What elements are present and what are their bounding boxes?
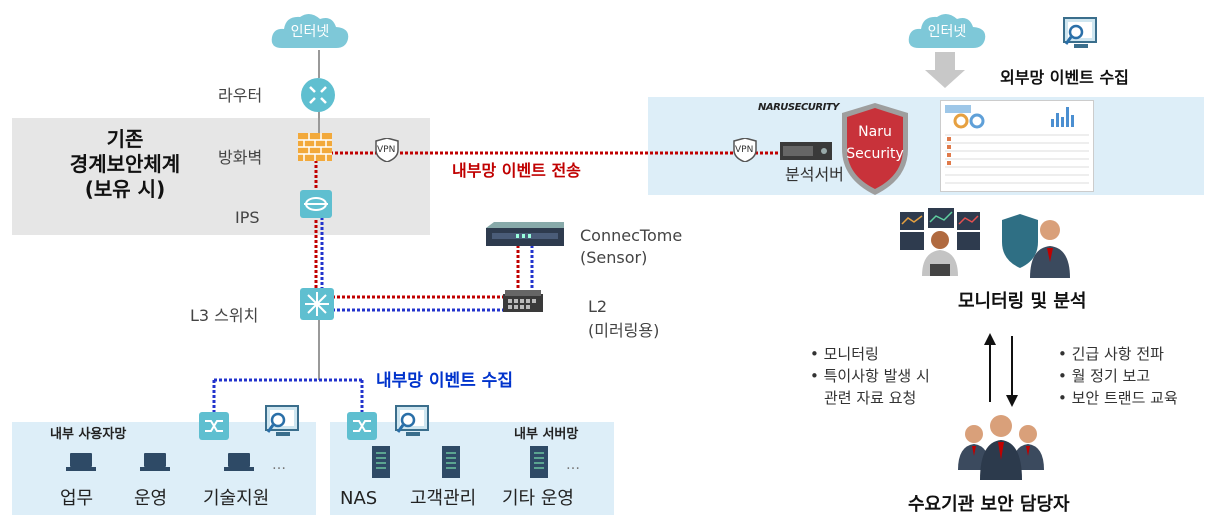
internet-label: 인터넷: [290, 24, 330, 40]
security-officers-group-icon: [956, 408, 1046, 480]
l3-label: L3 스위치: [190, 306, 259, 325]
monitor-search-icon: [262, 404, 302, 440]
more-ellipsis: …: [566, 457, 580, 473]
sensor-appliance-icon: [486, 222, 564, 246]
analysis-server-label: 분석서버: [785, 165, 844, 184]
vpn-icon: VPN: [731, 137, 759, 163]
external-event-collect-label: 외부망 이벤트 수집: [1000, 68, 1129, 87]
dashboard-screenshot: [940, 100, 1094, 192]
naru-security-shield-icon: Naru Security: [838, 103, 912, 195]
ips-label: IPS: [235, 208, 260, 227]
legacy-security-title: 기존 경계보안체계 (보유 시): [69, 127, 181, 201]
l2-switch-icon: [503, 290, 543, 312]
internet-cloud-right: 인터넷: [905, 10, 989, 50]
user-network-title: 내부 사용자망: [50, 427, 127, 442]
left-bullet-list: • 모니터링 • 특이사항 발생 시 관련 자료 요청: [810, 345, 930, 407]
firewall-icon: [298, 133, 332, 161]
vpn-icon: VPN: [373, 137, 401, 163]
access-switch-icon: [199, 412, 229, 440]
laptop-icon: [224, 452, 254, 472]
analysis-server-icon: [780, 142, 832, 160]
down-arrow-gray: [925, 52, 965, 88]
firewall-label: 방화벽: [218, 148, 263, 167]
server-item-label: 기타 운영: [502, 488, 574, 509]
l2-label: L2: [588, 297, 608, 316]
right-bullet-list: • 긴급 사항 전파 • 월 정기 보고 • 보안 트랜드 교육: [1058, 345, 1178, 407]
internet-cloud-left: 인터넷: [268, 10, 352, 50]
server-item-label: NAS: [340, 488, 378, 509]
access-switch-icon: [347, 412, 377, 440]
more-ellipsis: …: [272, 457, 286, 473]
sensor-role: (Sensor): [580, 248, 648, 267]
l2-role: (미러링용): [588, 321, 660, 340]
server-icon: [442, 446, 460, 478]
internal-event-collect-label: 내부망 이벤트 수집: [376, 371, 513, 391]
naru-logo: NARUSECURITY: [758, 102, 839, 113]
server-icon: [372, 446, 390, 478]
internet-label: 인터넷: [927, 24, 967, 40]
ips-icon: [300, 190, 332, 218]
router-label: 라우터: [218, 86, 263, 105]
router-icon: [300, 77, 336, 113]
monitor-search-icon: [1060, 16, 1100, 52]
sensor-name: ConnecTome: [580, 226, 683, 245]
monitoring-title: 모니터링 및 분석: [958, 291, 1087, 312]
laptop-icon: [140, 452, 170, 472]
user-item-label: 운영: [134, 488, 168, 509]
security-officer-title: 수요기관 보안 담당자: [908, 494, 1070, 515]
server-icon: [530, 446, 548, 478]
legacy-security-box: [12, 118, 430, 235]
laptop-icon: [66, 452, 96, 472]
server-network-title: 내부 서버망: [514, 427, 579, 442]
monitoring-operator-icon: [900, 208, 980, 278]
user-item-label: 기술지원: [203, 488, 270, 509]
internal-event-transmit-label: 내부망 이벤트 전송: [452, 161, 581, 180]
security-officer-shield-icon: [1000, 212, 1080, 278]
l3-switch-icon: [300, 288, 334, 320]
user-item-label: 업무: [60, 488, 94, 509]
server-item-label: 고객관리: [410, 488, 477, 509]
monitor-search-icon: [392, 404, 432, 440]
